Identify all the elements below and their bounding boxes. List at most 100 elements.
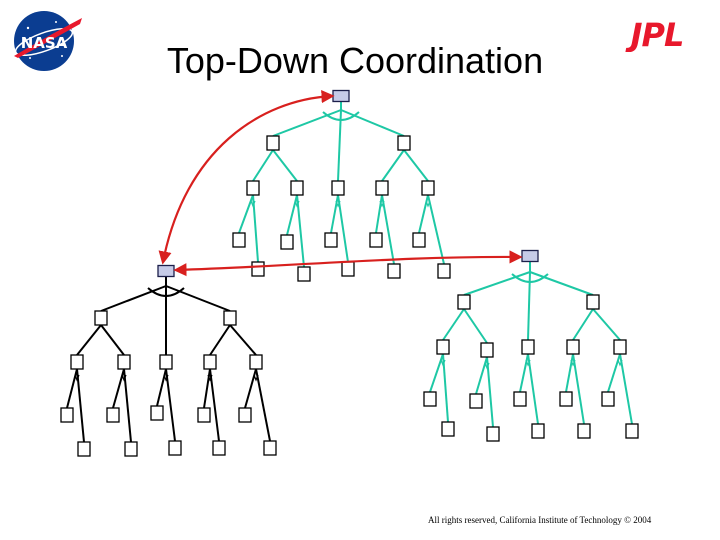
lower-left-black-tree-and-arc <box>147 287 185 297</box>
lower-right-teal-tree-leaf-node <box>441 421 455 437</box>
upper-teal-tree-l2-node <box>290 180 304 196</box>
lower-right-teal-tree-l1-node <box>586 294 600 310</box>
lower-right-teal-tree-leaf-edge <box>442 353 449 423</box>
lower-right-teal-tree-leaf-node <box>486 426 500 442</box>
lower-right-teal-tree-l2-edge <box>592 308 621 341</box>
upper-teal-tree-leaf-edge <box>337 194 349 263</box>
lower-right-teal-tree-leaf-edge <box>486 356 494 428</box>
lower-right-teal-tree-edge-arrow <box>440 359 446 367</box>
lower-left-black-tree-leaf-node <box>168 440 182 456</box>
upper-teal-tree-l2-node <box>421 180 435 196</box>
nasa-logo-vector <box>14 18 82 58</box>
upper-teal-tree-l2-edge <box>272 149 298 182</box>
lower-right-teal-tree-l1-node <box>457 294 471 310</box>
upper-teal-tree-leaf-edge <box>330 194 339 234</box>
lower-right-teal-tree-leaf-edge <box>572 353 585 425</box>
jpl-logo: JPL <box>625 18 685 52</box>
upper-teal-tree-leaf-edge <box>418 194 429 234</box>
lower-right-teal-tree-leaf-edge <box>429 353 444 393</box>
lower-left-black-tree-edge-arrow <box>74 374 80 382</box>
upper-teal-tree-l1-edge <box>340 109 405 137</box>
upper-teal-tree-leaf-node <box>297 266 311 282</box>
lower-right-teal-tree-edge-arrow <box>484 362 490 370</box>
coordination-link-left-to-right <box>173 250 523 277</box>
lower-left-black-tree-edge-arrow <box>253 374 259 382</box>
upper-teal-tree-leaf-edge <box>296 194 305 268</box>
upper-teal-tree-leaf-node <box>387 263 401 279</box>
lower-left-black-tree-leaf-node <box>150 405 164 421</box>
upper-teal-tree-l1-edge <box>272 109 342 137</box>
upper-teal-tree-l1-node <box>397 135 411 151</box>
lower-right-teal-tree-leaf-edge <box>475 356 488 395</box>
lower-left-black-tree-leaf-edge <box>123 368 132 443</box>
jpl-logo-text: JPL <box>625 18 684 52</box>
lower-right-teal-tree-l2-node <box>566 339 580 355</box>
upper-teal-tree-leaf-edge <box>427 194 445 265</box>
lower-right-teal-tree-leaf-edge <box>565 353 574 393</box>
lower-left-black-tree-l2-node <box>159 354 173 370</box>
lower-left-black-tree-l2-edge <box>209 324 231 356</box>
lower-left-black-tree-l2-node <box>203 354 217 370</box>
lower-right-teal-tree-l2-node <box>436 339 450 355</box>
upper-teal-tree-leaf-edge <box>238 194 254 234</box>
lower-right-teal-tree-edge-arrow <box>570 359 576 367</box>
lower-left-black-tree-root-node <box>157 264 175 278</box>
lower-right-teal-tree-l1-edge <box>529 271 594 296</box>
lower-right-teal-tree-leaf-node <box>577 423 591 439</box>
lower-left-black-tree-l2-node <box>249 354 263 370</box>
lower-right-teal-tree-leaf-node <box>559 391 573 407</box>
lower-right-teal-tree-root-node <box>521 249 539 263</box>
lower-left-black-tree-leaf-edge <box>203 368 211 409</box>
lower-right-teal-tree-l2-node <box>480 342 494 358</box>
lower-right-teal-tree-leaf-edge <box>619 353 633 425</box>
upper-teal-tree-l1-node <box>266 135 280 151</box>
lower-left-black-tree-leaf-node <box>77 441 91 457</box>
lower-right-teal-tree-l2-node <box>521 339 535 355</box>
upper-teal-tree-leaf-node <box>412 232 426 248</box>
lower-right-teal-tree-leaf-node <box>625 423 639 439</box>
lower-left-black-tree-l2-node <box>117 354 131 370</box>
lower-left-black-tree-l2-edge <box>100 324 125 356</box>
lower-right-teal-tree-leaf-node <box>601 391 615 407</box>
upper-teal-tree-leaf-node <box>369 232 383 248</box>
lower-right-teal-tree-edge-arrow <box>617 359 623 367</box>
lower-left-black-tree-leaf-node <box>238 407 252 423</box>
upper-teal-tree-leaf-node <box>341 261 355 277</box>
upper-teal-tree-leaf-node <box>324 232 338 248</box>
lower-right-teal-tree-l2-edge <box>463 308 488 344</box>
lower-right-teal-tree-leaf-edge <box>527 353 539 425</box>
upper-teal-tree-edge-arrow <box>335 200 341 208</box>
lower-left-black-tree-leaf-edge <box>112 368 125 409</box>
lower-left-black-tree-l1-node <box>94 310 108 326</box>
upper-teal-tree-root-node <box>332 89 350 103</box>
lower-left-black-tree-leaf-node <box>106 407 120 423</box>
upper-teal-tree-leaf-edge <box>375 194 383 234</box>
upper-teal-tree-stem-edge <box>337 109 342 182</box>
lower-left-black-tree-edge-arrow <box>163 374 169 382</box>
upper-teal-tree-edge-arrow <box>425 200 431 208</box>
upper-teal-tree-leaf-node <box>280 234 294 250</box>
upper-teal-tree-l2-node <box>375 180 389 196</box>
lower-left-black-tree-leaf-edge <box>76 368 85 443</box>
lower-left-black-tree-l2-edge <box>229 324 257 356</box>
lower-right-teal-tree-leaf-node <box>531 423 545 439</box>
upper-teal-tree-leaf-node <box>232 232 246 248</box>
upper-teal-tree-l2-node <box>246 180 260 196</box>
lower-left-black-tree-leaf-edge <box>156 368 167 407</box>
lower-left-black-tree-l1-node <box>223 310 237 326</box>
lower-right-teal-tree-l2-edge <box>442 308 465 341</box>
lower-left-black-tree-leaf-node <box>212 440 226 456</box>
lower-left-black-tree-leaf-edge <box>209 368 220 442</box>
lower-left-black-tree-edge-arrow <box>121 374 127 382</box>
nasa-logo: NASA <box>14 11 82 71</box>
lower-left-black-tree-leaf-edge <box>255 368 271 442</box>
lower-right-teal-tree-and-arc <box>511 273 549 283</box>
lower-left-black-tree-l1-edge <box>100 285 167 312</box>
coordination-link-top-to-left <box>158 90 335 265</box>
lower-right-teal-tree-edge-arrow <box>525 359 531 367</box>
lower-right-teal-tree-l2-edge <box>572 308 594 341</box>
lower-right-teal-tree-stem-edge <box>527 271 531 341</box>
lower-right-teal-tree-leaf-node <box>423 391 437 407</box>
lower-right-teal-tree-leaf-edge <box>519 353 529 393</box>
